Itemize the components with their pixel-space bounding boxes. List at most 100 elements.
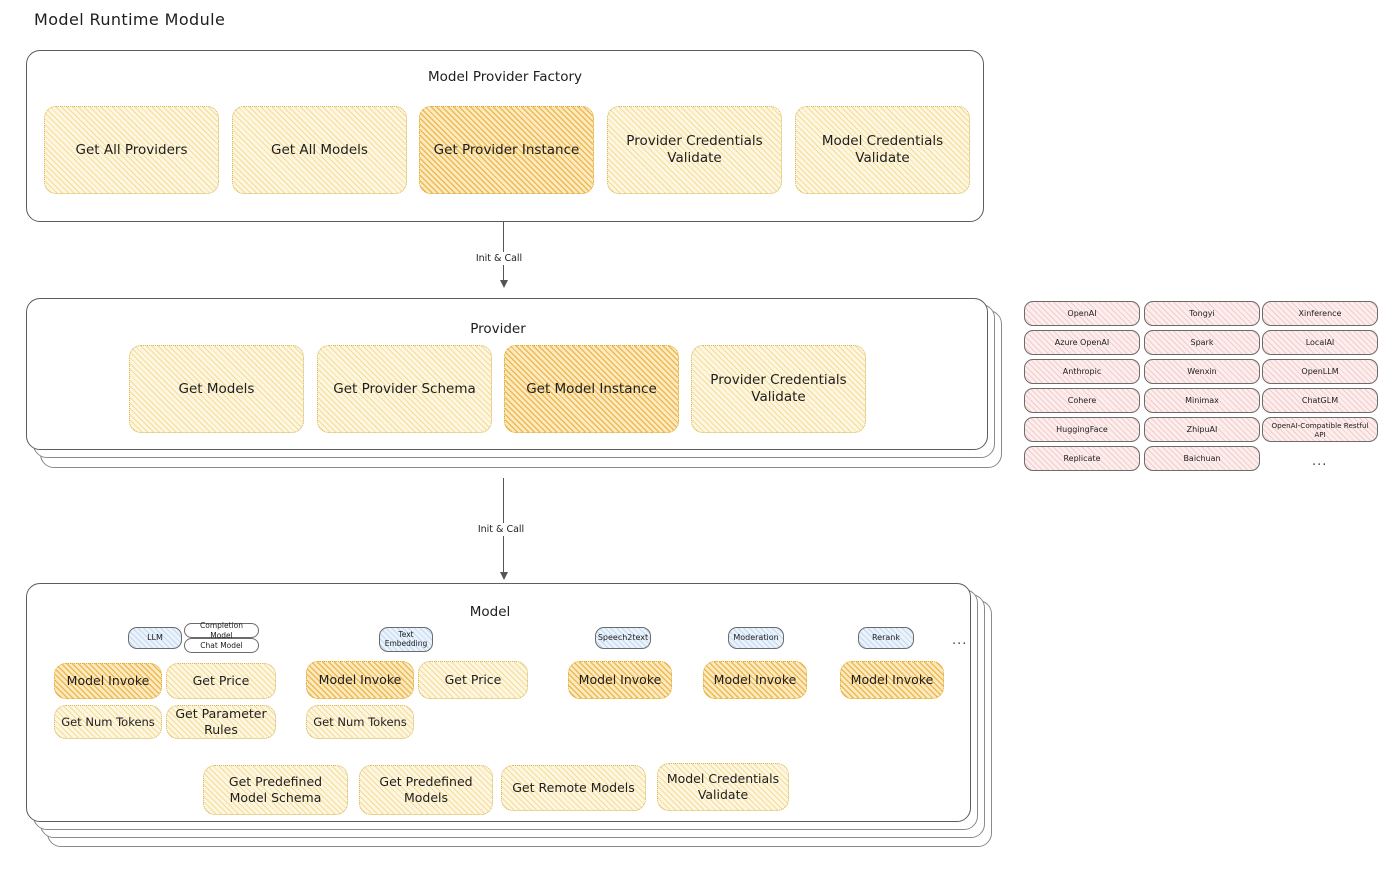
model-common-get-remote-models[interactable]: Get Remote Models [501, 765, 646, 811]
model-type-badge-moderation[interactable]: Moderation [728, 627, 784, 649]
provider-node-get-models[interactable]: Get Models [129, 345, 304, 433]
vendor-wenxin[interactable]: Wenxin [1144, 359, 1260, 384]
model-type-badge-speech2text[interactable]: Speech2text [595, 627, 651, 649]
node-label: Get Model Instance [526, 380, 657, 397]
node-label: Get All Providers [75, 141, 188, 158]
vendor-label: LocalAI [1305, 337, 1335, 347]
node-label: Get Num Tokens [61, 714, 155, 729]
vendor-label: Baichuan [1183, 453, 1221, 463]
node-label: Model Invoke [713, 672, 797, 688]
node-label: Provider Credentials Validate [710, 372, 847, 405]
factory-node-get-all-models[interactable]: Get All Models [232, 106, 407, 194]
model-title: Model [469, 604, 511, 620]
provider-title: Provider [470, 321, 526, 337]
factory-node-provider-credentials-validate[interactable]: Provider Credentials Validate [607, 106, 782, 194]
node-label: Get Provider Schema [333, 380, 476, 397]
node-label: Provider Credentials Validate [626, 133, 763, 166]
model-type-badge-llm[interactable]: LLM [128, 627, 182, 649]
vendor-huggingface[interactable]: HuggingFace [1024, 417, 1140, 442]
vendor-baichuan[interactable]: Baichuan [1144, 446, 1260, 471]
node-label: Model Invoke [578, 672, 662, 688]
page-title: Model Runtime Module [34, 10, 226, 29]
factory-node-get-provider-instance[interactable]: Get Provider Instance [419, 106, 594, 194]
node-label: Get Predefined Model Schema [228, 774, 323, 805]
node-label: Get Num Tokens [313, 714, 407, 729]
vendor-label: HuggingFace [1056, 424, 1108, 434]
node-label: Get All Models [271, 141, 368, 158]
node-label: Model Credentials Validate [821, 133, 944, 166]
factory-node-model-credentials-validate[interactable]: Model Credentials Validate [795, 106, 970, 194]
badge-label: Moderation [733, 633, 779, 642]
vendor-anthropic[interactable]: Anthropic [1024, 359, 1140, 384]
subbadge-label: Chat Model [200, 640, 243, 650]
vendor-label: Replicate [1063, 453, 1101, 463]
vendor-openllm[interactable]: OpenLLM [1262, 359, 1378, 384]
model-subbadge-completion-model[interactable]: Completion Model [184, 621, 259, 640]
vendor-zhipuai[interactable]: ZhipuAI [1144, 417, 1260, 442]
vendor-spark[interactable]: Spark [1144, 330, 1260, 355]
model-types-more-ellipsis: ... [952, 633, 968, 648]
provider-node-get-model-instance[interactable]: Get Model Instance [504, 345, 679, 433]
vendor-replicate[interactable]: Replicate [1024, 446, 1140, 471]
vendor-label: OpenLLM [1301, 366, 1339, 376]
vendor-xinference[interactable]: Xinference [1262, 301, 1378, 326]
llm-method-get-price[interactable]: Get Price [166, 663, 276, 699]
node-label: Get Predefined Models [379, 774, 473, 805]
model-type-badge-text-embedding[interactable]: Text Embedding [379, 627, 433, 652]
vendor-chatglm[interactable]: ChatGLM [1262, 388, 1378, 413]
node-label: Model Invoke [318, 672, 402, 688]
arrow-factory-to-provider-head [499, 280, 508, 288]
model-provider-factory-title: Model Provider Factory [427, 69, 583, 85]
factory-node-get-all-providers[interactable]: Get All Providers [44, 106, 219, 194]
moderation-method-model-invoke[interactable]: Model Invoke [703, 661, 807, 699]
vendor-label: OpenAI-Compatible Restful API [1271, 420, 1369, 439]
badge-label: Text Embedding [384, 629, 428, 648]
subbadge-label: Completion Model [200, 621, 243, 640]
vendor-tongyi[interactable]: Tongyi [1144, 301, 1260, 326]
vendor-label: OpenAI [1067, 308, 1097, 318]
text-embedding-method-get-price[interactable]: Get Price [418, 661, 528, 699]
vendor-label: Azure OpenAI [1054, 337, 1110, 347]
vendor-openai-compatible-restful-api[interactable]: OpenAI-Compatible Restful API [1262, 417, 1378, 442]
badge-label: Rerank [871, 633, 900, 642]
vendor-label: Cohere [1067, 395, 1097, 405]
vendor-label: Wenxin [1187, 366, 1217, 376]
llm-method-get-parameter-rules[interactable]: Get Parameter Rules [166, 705, 276, 739]
provider-node-get-provider-schema[interactable]: Get Provider Schema [317, 345, 492, 433]
vendor-list-more-ellipsis: ... [1312, 454, 1328, 469]
model-common-get-predefined-models[interactable]: Get Predefined Models [359, 765, 493, 815]
llm-method-model-invoke[interactable]: Model Invoke [54, 663, 162, 699]
model-type-badge-rerank[interactable]: Rerank [858, 627, 914, 649]
vendor-openai[interactable]: OpenAI [1024, 301, 1140, 326]
model-subbadge-chat-model[interactable]: Chat Model [184, 638, 259, 653]
rerank-method-model-invoke[interactable]: Model Invoke [840, 661, 944, 699]
node-label: Get Price [444, 672, 502, 688]
vendor-label: Spark [1190, 337, 1214, 347]
llm-method-get-num-tokens[interactable]: Get Num Tokens [54, 705, 162, 739]
text-embedding-method-get-num-tokens[interactable]: Get Num Tokens [306, 705, 414, 739]
arrow-factory-to-provider-label: Init & Call [470, 252, 528, 265]
vendor-label: Minimax [1185, 395, 1219, 405]
node-label: Get Remote Models [512, 780, 635, 796]
vendor-localai[interactable]: LocalAI [1262, 330, 1378, 355]
provider-node-provider-credentials-validate[interactable]: Provider Credentials Validate [691, 345, 866, 433]
vendor-label: Tongyi [1189, 308, 1215, 318]
model-common-get-predefined-model-schema[interactable]: Get Predefined Model Schema [203, 765, 348, 815]
vendor-minimax[interactable]: Minimax [1144, 388, 1260, 413]
speech2text-method-model-invoke[interactable]: Model Invoke [568, 661, 672, 699]
node-label: Get Price [192, 673, 250, 689]
vendor-label: Anthropic [1062, 366, 1102, 376]
arrow-provider-to-model-head [499, 572, 508, 580]
node-label: Get Parameter Rules [175, 706, 267, 737]
model-box [26, 583, 971, 822]
vendor-label: ChatGLM [1301, 395, 1339, 405]
badge-label: Speech2text [597, 633, 649, 642]
text-embedding-method-model-invoke[interactable]: Model Invoke [306, 661, 414, 699]
badge-label: LLM [147, 633, 163, 642]
vendor-label: ZhipuAI [1186, 424, 1218, 434]
vendor-cohere[interactable]: Cohere [1024, 388, 1140, 413]
model-common-model-credentials-validate[interactable]: Model Credentials Validate [657, 763, 789, 811]
arrow-provider-to-model-label: Init & Call [472, 523, 530, 536]
vendor-azure-openai[interactable]: Azure OpenAI [1024, 330, 1140, 355]
